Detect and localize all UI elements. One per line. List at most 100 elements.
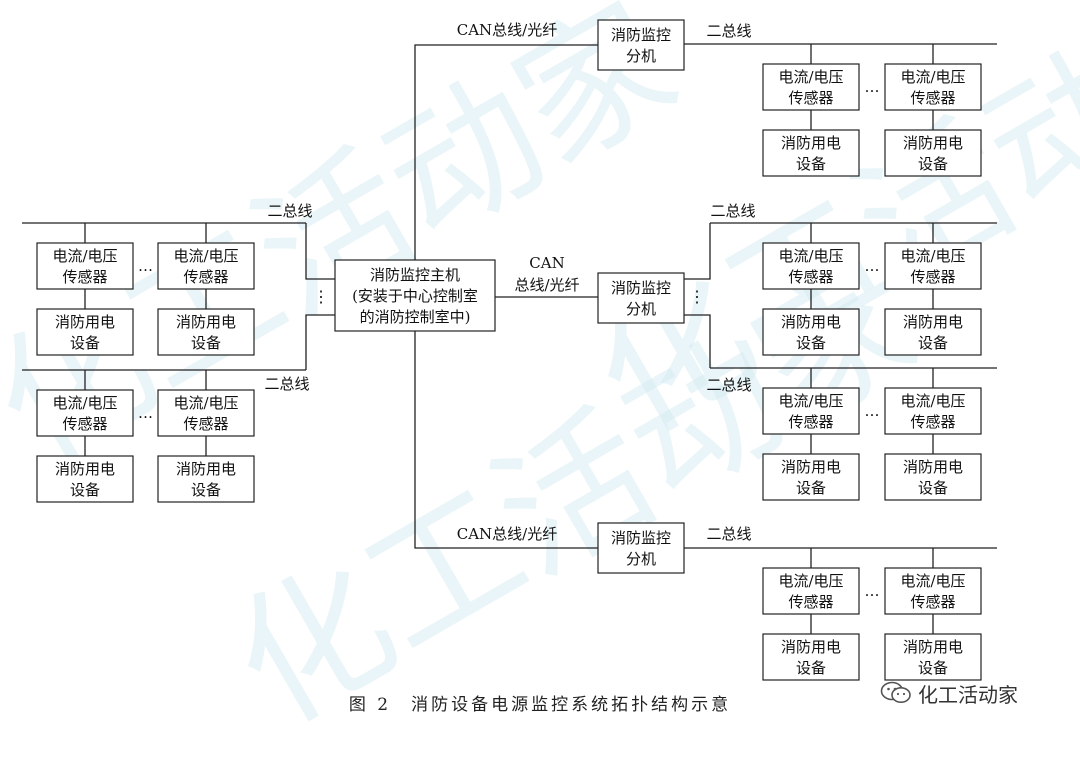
- ellipsis-horizontal: …: [865, 582, 880, 600]
- fire-monitoring-host-label: (安装于中心控制室: [352, 287, 478, 305]
- fire-equipment-frame: [36, 308, 134, 356]
- fire-equipment-label: 消防用电: [176, 313, 236, 331]
- current-voltage-sensor-label: 传感器: [910, 593, 955, 611]
- current-voltage-sensor-frame: [884, 63, 982, 111]
- current-voltage-sensor-label: 传感器: [788, 593, 833, 611]
- current-voltage-sensor-label: 传感器: [183, 415, 228, 433]
- current-voltage-sensor-frame: [36, 389, 134, 437]
- can-label: CAN: [529, 254, 564, 272]
- fire-monitoring-subhost-frame: [597, 272, 685, 324]
- can-fiber-label: CAN总线/光纤: [457, 525, 558, 543]
- fire-monitoring-subhost-label: 消防监控: [611, 529, 671, 547]
- fire-monitoring-host-frame: [334, 259, 496, 332]
- figure-caption: 图 2 消防设备电源监控系统拓扑结构示意: [348, 695, 732, 715]
- fire-equipment-label: 设备: [796, 155, 826, 173]
- fire-equipment-frame: [762, 129, 860, 177]
- fire-equipment-label: 设备: [796, 334, 826, 352]
- current-voltage-sensor-label: 传感器: [910, 268, 955, 286]
- fire-equipment-label: 设备: [796, 479, 826, 497]
- fire-equipment-label: 设备: [918, 334, 948, 352]
- current-voltage-sensor-label: 电流/电压: [778, 572, 843, 590]
- current-voltage-sensor-frame: [157, 389, 255, 437]
- current-voltage-sensor-label: 电流/电压: [173, 394, 238, 412]
- fire-monitoring-subhost-label: 分机: [626, 47, 656, 65]
- fire-equipment-label: 设备: [796, 659, 826, 677]
- current-voltage-sensor-frame: [884, 567, 982, 615]
- bus2-label: 二总线: [706, 525, 751, 543]
- ellipsis-vertical: ⋮: [313, 287, 329, 306]
- ellipsis-horizontal: …: [865, 402, 880, 420]
- fire-equipment-label: 设备: [918, 155, 948, 173]
- fire-monitoring-subhost-frame: [597, 19, 685, 71]
- ellipsis-horizontal: …: [865, 257, 880, 275]
- current-voltage-sensor-label: 传感器: [788, 413, 833, 431]
- current-voltage-sensor-frame: [884, 387, 982, 435]
- fire-equipment-label: 设备: [918, 659, 948, 677]
- fire-equipment-label: 消防用电: [903, 313, 963, 331]
- current-voltage-sensor-label: 传感器: [62, 415, 107, 433]
- bus-fiber-label: 总线/光纤: [514, 276, 579, 294]
- bus2-label: 二总线: [264, 375, 309, 393]
- fire-monitoring-host-label: 消防监控主机: [370, 266, 460, 284]
- fire-equipment-label: 消防用电: [781, 313, 841, 331]
- current-voltage-sensor-label: 电流/电压: [900, 247, 965, 265]
- fire-monitoring-subhost-label: 分机: [626, 550, 656, 568]
- current-voltage-sensor-label: 电流/电压: [778, 392, 843, 410]
- fire-equipment-label: 消防用电: [903, 134, 963, 152]
- ellipsis-horizontal: …: [138, 404, 153, 422]
- main-to-bus2-line: [305, 223, 335, 280]
- current-voltage-sensor-label: 电流/电压: [900, 68, 965, 86]
- main-to-bus2-line: [305, 314, 335, 370]
- fire-equipment-label: 消防用电: [55, 313, 115, 331]
- fire-equipment-frame: [157, 308, 255, 356]
- wechat-icon: [880, 681, 911, 703]
- current-voltage-sensor-label: 电流/电压: [900, 572, 965, 590]
- bus2-label: 二总线: [267, 202, 312, 220]
- current-voltage-sensor-label: 电流/电压: [52, 394, 117, 412]
- fire-equipment-label: 设备: [191, 334, 221, 352]
- current-voltage-sensor-label: 电流/电压: [778, 68, 843, 86]
- current-voltage-sensor-label: 电流/电压: [173, 247, 238, 265]
- fire-equipment-label: 设备: [918, 479, 948, 497]
- fire-equipment-frame: [762, 453, 860, 501]
- bus2-label: 二总线: [706, 22, 751, 40]
- current-voltage-sensor-frame: [36, 242, 134, 290]
- current-voltage-sensor-frame: [762, 242, 860, 290]
- fire-monitoring-host-label: 的消防控制室中): [360, 308, 471, 326]
- fire-monitoring-subhost-label: 分机: [626, 300, 656, 318]
- fire-equipment-label: 消防用电: [176, 460, 236, 478]
- subhost-to-bus2-line: [684, 314, 711, 368]
- fire-equipment-label: 消防用电: [781, 458, 841, 476]
- can-trunk-line: [414, 331, 598, 549]
- current-voltage-sensor-label: 传感器: [62, 268, 107, 286]
- fire-equipment-frame: [762, 308, 860, 356]
- fire-equipment-label: 设备: [70, 481, 100, 499]
- account-logo: 化工活动家: [880, 676, 1018, 710]
- topology-diagram: 电流/电压传感器消防用电设备电流/电压传感器消防用电设备…电流/电压传感器消防用…: [22, 19, 997, 681]
- current-voltage-sensor-frame: [762, 387, 860, 435]
- current-voltage-sensor-frame: [762, 567, 860, 615]
- fire-equipment-label: 设备: [191, 481, 221, 499]
- fire-equipment-frame: [762, 633, 860, 681]
- fire-equipment-label: 消防用电: [781, 134, 841, 152]
